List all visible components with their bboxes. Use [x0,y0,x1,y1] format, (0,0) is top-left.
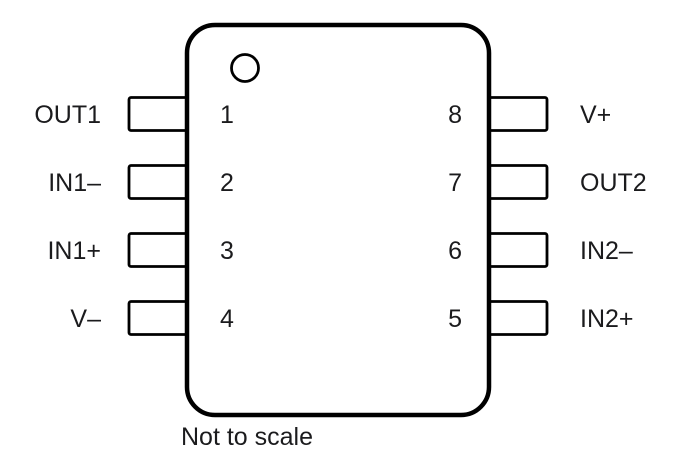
pin-label-in1-plus: IN1+ [47,237,101,265]
pin-stub-right-7 [487,164,549,200]
pin-label-in1-minus: IN1– [48,169,101,197]
pin-number-7: 7 [448,169,462,197]
pin-stub-left-1 [127,96,189,132]
pin-number-3: 3 [220,237,234,265]
pin-number-2: 2 [220,169,234,197]
pin-label-v-plus: V+ [580,101,611,129]
pin-label-out1: OUT1 [34,101,101,129]
pin-number-4: 4 [220,305,234,333]
pin-stub-right-6 [487,232,549,268]
not-to-scale-caption: Not to scale [181,423,313,451]
pin-number-6: 6 [448,237,462,265]
pin-number-8: 8 [448,101,462,129]
pin-stub-right-5 [487,300,549,336]
pin-label-out2: OUT2 [580,169,647,197]
pin-label-in2-plus: IN2+ [580,305,634,333]
pin-label-v-minus: V– [70,305,101,333]
pin-stub-left-4 [127,300,189,336]
ic-body [184,22,492,418]
pin1-indicator-dot [230,53,260,83]
pin-number-5: 5 [448,305,462,333]
pin-stub-left-3 [127,232,189,268]
pin-stub-left-2 [127,164,189,200]
pin-stub-right-8 [487,96,549,132]
pin-number-1: 1 [220,101,234,129]
pin-label-in2-minus: IN2– [580,237,633,265]
